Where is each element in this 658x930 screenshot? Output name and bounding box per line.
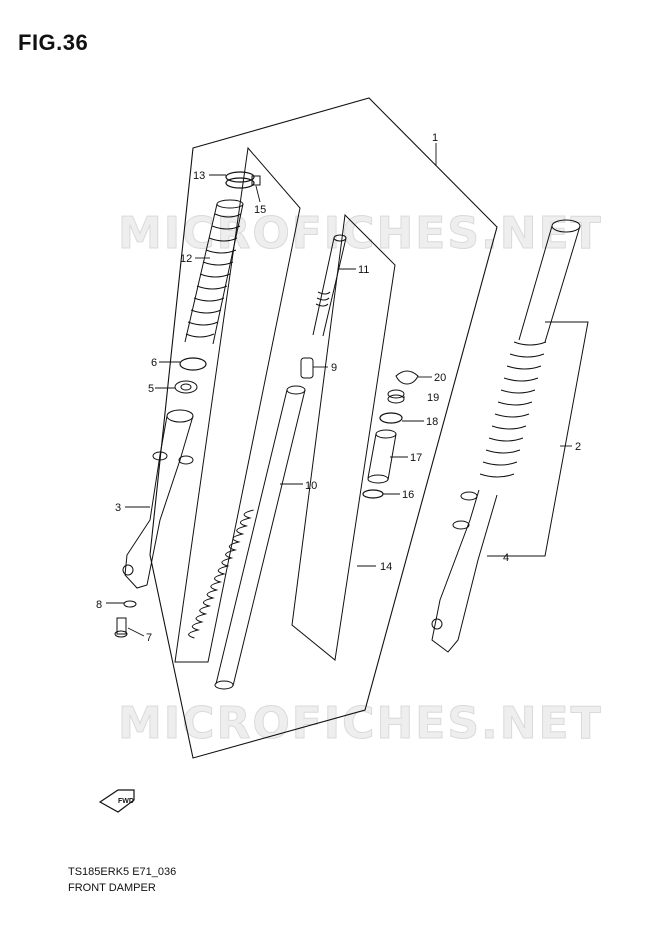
callout-11: 11 bbox=[358, 264, 369, 276]
callout-1: 1 bbox=[432, 132, 438, 144]
fwd-arrow-icon: FWD bbox=[98, 789, 135, 813]
damper-cylinder bbox=[312, 234, 347, 337]
callout-18: 18 bbox=[426, 416, 438, 428]
oil-seal bbox=[174, 380, 198, 394]
circlip bbox=[179, 357, 207, 371]
fork-cap bbox=[395, 370, 419, 385]
callout-12: 12 bbox=[180, 253, 192, 265]
assembly-outline bbox=[149, 97, 498, 759]
cylinder-bushing bbox=[300, 357, 314, 379]
callout-8: 8 bbox=[96, 599, 102, 611]
callout-9: 9 bbox=[331, 362, 337, 374]
watermark-top: MICROFICHES.NET bbox=[118, 208, 603, 259]
callout-19: 19 bbox=[427, 392, 439, 404]
front-fork-assembly bbox=[431, 219, 581, 653]
callout-3: 3 bbox=[115, 502, 121, 514]
callout-6: 6 bbox=[151, 357, 157, 369]
callout-10: 10 bbox=[305, 480, 317, 492]
callout-20: 20 bbox=[434, 372, 446, 384]
drain-gasket bbox=[123, 600, 137, 608]
spacer bbox=[367, 429, 397, 484]
callout-4: 4 bbox=[503, 552, 509, 564]
inner-tube bbox=[214, 385, 306, 690]
callout-14: 14 bbox=[380, 561, 392, 573]
o-ring bbox=[379, 412, 403, 424]
callout-5: 5 bbox=[148, 383, 154, 395]
callout-2: 2 bbox=[575, 441, 581, 453]
watermark-bottom: MICROFICHES.NET bbox=[118, 698, 603, 749]
figure-title: FIG.36 bbox=[18, 30, 89, 55]
fork-assembly-group-outline bbox=[487, 321, 589, 557]
fwd-label: FWD bbox=[118, 798, 134, 805]
cap-bolt bbox=[387, 389, 405, 404]
outer-tube bbox=[122, 409, 194, 589]
boot-clamp bbox=[225, 171, 261, 189]
callout-16: 16 bbox=[402, 489, 414, 501]
leader-lines bbox=[106, 143, 572, 637]
diagram-title: FRONT DAMPER bbox=[68, 882, 156, 894]
callout-13: 13 bbox=[193, 170, 205, 182]
outer-tube-group-outline bbox=[174, 146, 301, 663]
model-code: TS185ERK5 E71_036 bbox=[68, 866, 177, 878]
dust-boot bbox=[184, 199, 244, 345]
spring-seat-washer bbox=[362, 489, 384, 499]
callout-7: 7 bbox=[146, 632, 152, 644]
callout-17: 17 bbox=[410, 452, 422, 464]
fork-spring bbox=[188, 509, 254, 639]
drain-bolt bbox=[114, 617, 128, 638]
callout-15: 15 bbox=[254, 204, 266, 216]
cylinder-group-outline bbox=[291, 213, 396, 661]
